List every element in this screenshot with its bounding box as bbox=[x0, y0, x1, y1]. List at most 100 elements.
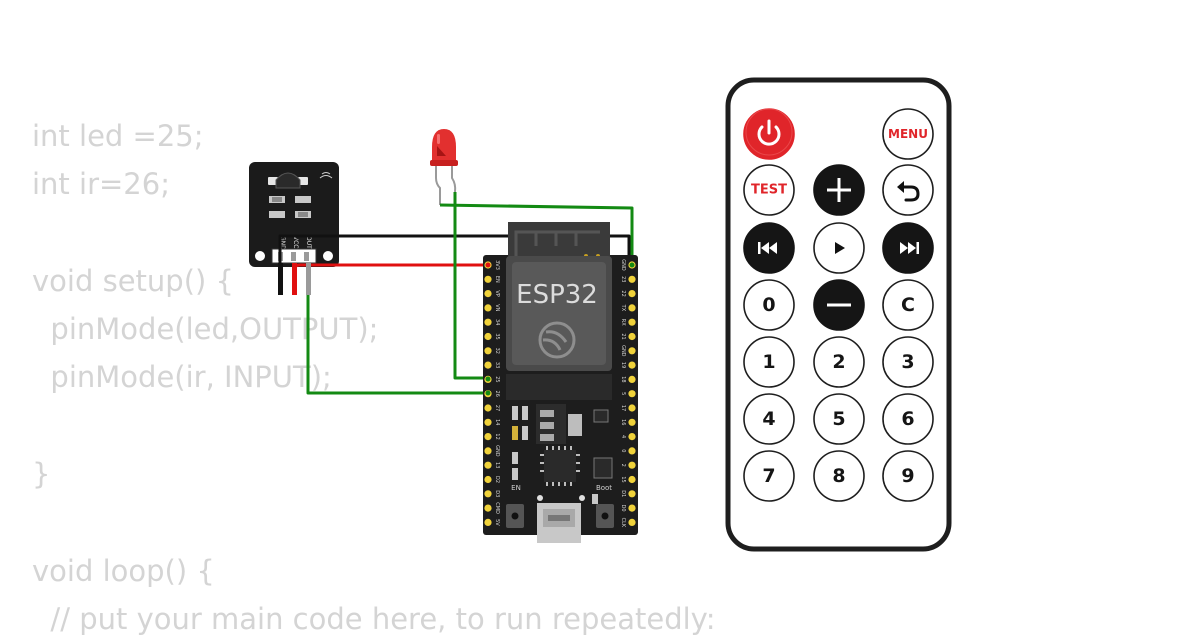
red-led[interactable] bbox=[430, 129, 458, 205]
remote-button-prev[interactable] bbox=[743, 222, 795, 274]
remote-button-label: 5 bbox=[832, 408, 845, 430]
header-pin[interactable] bbox=[484, 332, 492, 341]
header-pin[interactable] bbox=[628, 304, 636, 312]
esp32-board[interactable]: ESP32 bbox=[483, 222, 638, 543]
header-pin[interactable] bbox=[484, 404, 492, 412]
header-pin[interactable] bbox=[628, 504, 636, 512]
remote-button-plus[interactable] bbox=[813, 164, 865, 216]
remote-button-minus[interactable] bbox=[813, 279, 865, 331]
remote-button-9[interactable]: 9 bbox=[882, 450, 934, 502]
wire-endpoint bbox=[485, 376, 491, 382]
pin-label: VN bbox=[494, 304, 500, 311]
header-pin[interactable] bbox=[628, 404, 636, 412]
remote-button-5[interactable]: 5 bbox=[813, 393, 865, 445]
header-pin[interactable] bbox=[628, 433, 636, 441]
remote-button-label: TEST bbox=[751, 183, 787, 198]
wire-green-out bbox=[306, 293, 487, 395]
header-pin[interactable] bbox=[628, 361, 636, 369]
header-pin[interactable] bbox=[484, 475, 492, 484]
header-pin[interactable] bbox=[484, 490, 492, 498]
remote-button-2[interactable]: 2 bbox=[813, 336, 865, 388]
remote-button-back[interactable] bbox=[882, 164, 934, 216]
remote-button-label: 9 bbox=[901, 465, 914, 487]
en-button[interactable] bbox=[506, 504, 524, 528]
pin-label: 12 bbox=[494, 433, 500, 439]
pin-label: 26 bbox=[494, 391, 500, 397]
remote-button-3[interactable]: 3 bbox=[882, 336, 934, 388]
header-pin[interactable] bbox=[628, 290, 636, 298]
remote-button-test[interactable]: TEST bbox=[743, 164, 795, 216]
pin-label: 14 bbox=[494, 419, 500, 425]
ir-remote[interactable]: MENU TEST 0 C 1 2 3 4 5 6 7 8 9 bbox=[725, 77, 952, 552]
header-pin[interactable] bbox=[628, 318, 636, 326]
code-line: void loop() { bbox=[32, 553, 215, 588]
header-pin[interactable] bbox=[484, 518, 492, 527]
remote-button-c[interactable]: C bbox=[882, 279, 934, 331]
header-pin[interactable] bbox=[628, 332, 636, 341]
header-pin[interactable] bbox=[484, 304, 492, 312]
remote-button-7[interactable]: 7 bbox=[743, 450, 795, 502]
header-pin[interactable] bbox=[628, 375, 636, 383]
header-pin[interactable] bbox=[484, 318, 492, 326]
header-pin[interactable] bbox=[484, 504, 492, 512]
pin-label: 18 bbox=[620, 376, 626, 382]
remote-button-6[interactable]: 6 bbox=[882, 393, 934, 445]
remote-button-label: 2 bbox=[832, 351, 845, 373]
header-pin[interactable] bbox=[628, 347, 636, 355]
header-pin[interactable] bbox=[484, 347, 492, 355]
boot-button[interactable] bbox=[596, 504, 614, 528]
sensor-pin-legs bbox=[278, 263, 311, 295]
micro-usb-port[interactable] bbox=[537, 503, 581, 543]
remote-button-power[interactable] bbox=[743, 108, 795, 160]
header-pin[interactable] bbox=[628, 447, 636, 455]
remote-button-8[interactable]: 8 bbox=[813, 450, 865, 502]
espressif-logo-icon bbox=[538, 321, 576, 359]
remote-button-menu[interactable]: MENU bbox=[882, 108, 934, 160]
header-pin[interactable] bbox=[484, 361, 492, 369]
header-pin[interactable] bbox=[484, 275, 492, 283]
pin-label: 33 bbox=[494, 362, 500, 368]
header-pin[interactable] bbox=[628, 475, 636, 484]
header-pin[interactable] bbox=[628, 490, 636, 498]
pin-label: 17 bbox=[620, 405, 626, 411]
header-pin[interactable] bbox=[628, 418, 636, 426]
remote-button-1[interactable]: 1 bbox=[743, 336, 795, 388]
pin-label: 22 bbox=[620, 290, 626, 296]
header-pin[interactable] bbox=[484, 433, 492, 441]
remote-button-4[interactable]: 4 bbox=[743, 393, 795, 445]
header-pin[interactable] bbox=[484, 290, 492, 298]
pin-label: TX bbox=[620, 304, 626, 312]
remote-button-label: 3 bbox=[901, 351, 914, 373]
remote-button-next[interactable] bbox=[882, 222, 934, 274]
pin-label: 16 bbox=[620, 419, 626, 425]
pin-label: EN bbox=[494, 276, 500, 283]
pin-label: GND bbox=[494, 445, 500, 457]
header-pin[interactable] bbox=[628, 518, 636, 527]
remote-button-0[interactable]: 0 bbox=[743, 279, 795, 331]
pin-label: D1 bbox=[620, 490, 626, 497]
header-pin[interactable] bbox=[628, 390, 636, 398]
code-line: void setup() { bbox=[32, 263, 234, 298]
header-pin[interactable] bbox=[628, 461, 636, 469]
pin-label: 13 bbox=[494, 462, 500, 468]
remote-button-label: 0 bbox=[762, 294, 775, 316]
pin-label: 0 bbox=[620, 449, 626, 452]
ir-pin-label: GND bbox=[279, 236, 286, 250]
header-pin[interactable] bbox=[484, 447, 492, 455]
pin-label: 2 bbox=[620, 464, 626, 467]
pin-label: D3 bbox=[494, 490, 500, 497]
rewind-icon bbox=[758, 242, 777, 254]
remote-button-label: 4 bbox=[762, 408, 775, 430]
remote-button-label: 6 bbox=[901, 408, 914, 430]
pin-label: VP bbox=[494, 290, 500, 296]
remote-button-label: 7 bbox=[762, 465, 775, 487]
pin-label: 32 bbox=[494, 348, 500, 354]
header-pin[interactable] bbox=[484, 461, 492, 469]
pin-label: 4 bbox=[620, 435, 626, 438]
header-pin[interactable] bbox=[484, 418, 492, 426]
board-label: ESP32 bbox=[516, 280, 598, 310]
remote-button-play[interactable] bbox=[813, 222, 865, 274]
header-pin[interactable] bbox=[628, 275, 636, 283]
